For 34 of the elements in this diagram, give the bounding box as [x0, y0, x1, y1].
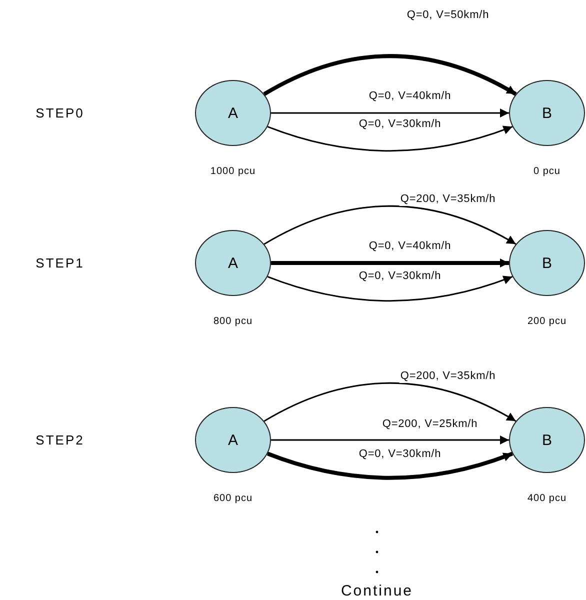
edge-label: Q=200, V=35km/h	[399, 370, 497, 383]
flow-caption: 800 pcu	[213, 316, 253, 327]
node-ellipse: B	[509, 407, 585, 473]
continue-label: Continue	[340, 582, 414, 600]
step-label: STEP2	[36, 432, 84, 448]
flow-caption: 1000 pcu	[210, 166, 256, 177]
arrow	[267, 276, 513, 302]
node-ellipse: A	[195, 230, 271, 296]
edge-label: Q=0, V=50km/h	[406, 9, 490, 22]
edge-label: Q=200, V=35km/h	[399, 193, 497, 206]
edge-label: Q=0, V=40km/h	[368, 90, 452, 103]
edge-label: Q=0, V=30km/h	[358, 448, 442, 461]
node-ellipse: B	[509, 230, 585, 296]
edge-label: Q=0, V=30km/h	[358, 270, 442, 283]
node-ellipse: A	[195, 80, 271, 146]
arrow	[271, 436, 509, 444]
flow-caption: 400 pcu	[527, 493, 567, 504]
edge-label: Q=0, V=30km/h	[358, 118, 442, 131]
arrow	[271, 108, 509, 118]
node-ellipse: A	[195, 407, 271, 473]
arrow	[267, 126, 513, 152]
edge-label: Q=200, V=25km/h	[381, 418, 479, 431]
edge-label: Q=0, V=40km/h	[368, 240, 452, 253]
arrow	[264, 382, 516, 422]
flow-caption: 0 pcu	[534, 166, 560, 177]
flow-caption: 600 pcu	[213, 493, 253, 504]
thick-arrow	[271, 258, 509, 268]
step-label: STEP0	[36, 106, 84, 120]
thick-arrow	[266, 452, 514, 480]
thick-arrow	[263, 54, 517, 96]
arrow	[264, 205, 516, 245]
node-ellipse: B	[509, 80, 585, 146]
step-label: STEP1	[36, 256, 84, 270]
flow-caption: 200 pcu	[527, 316, 567, 327]
